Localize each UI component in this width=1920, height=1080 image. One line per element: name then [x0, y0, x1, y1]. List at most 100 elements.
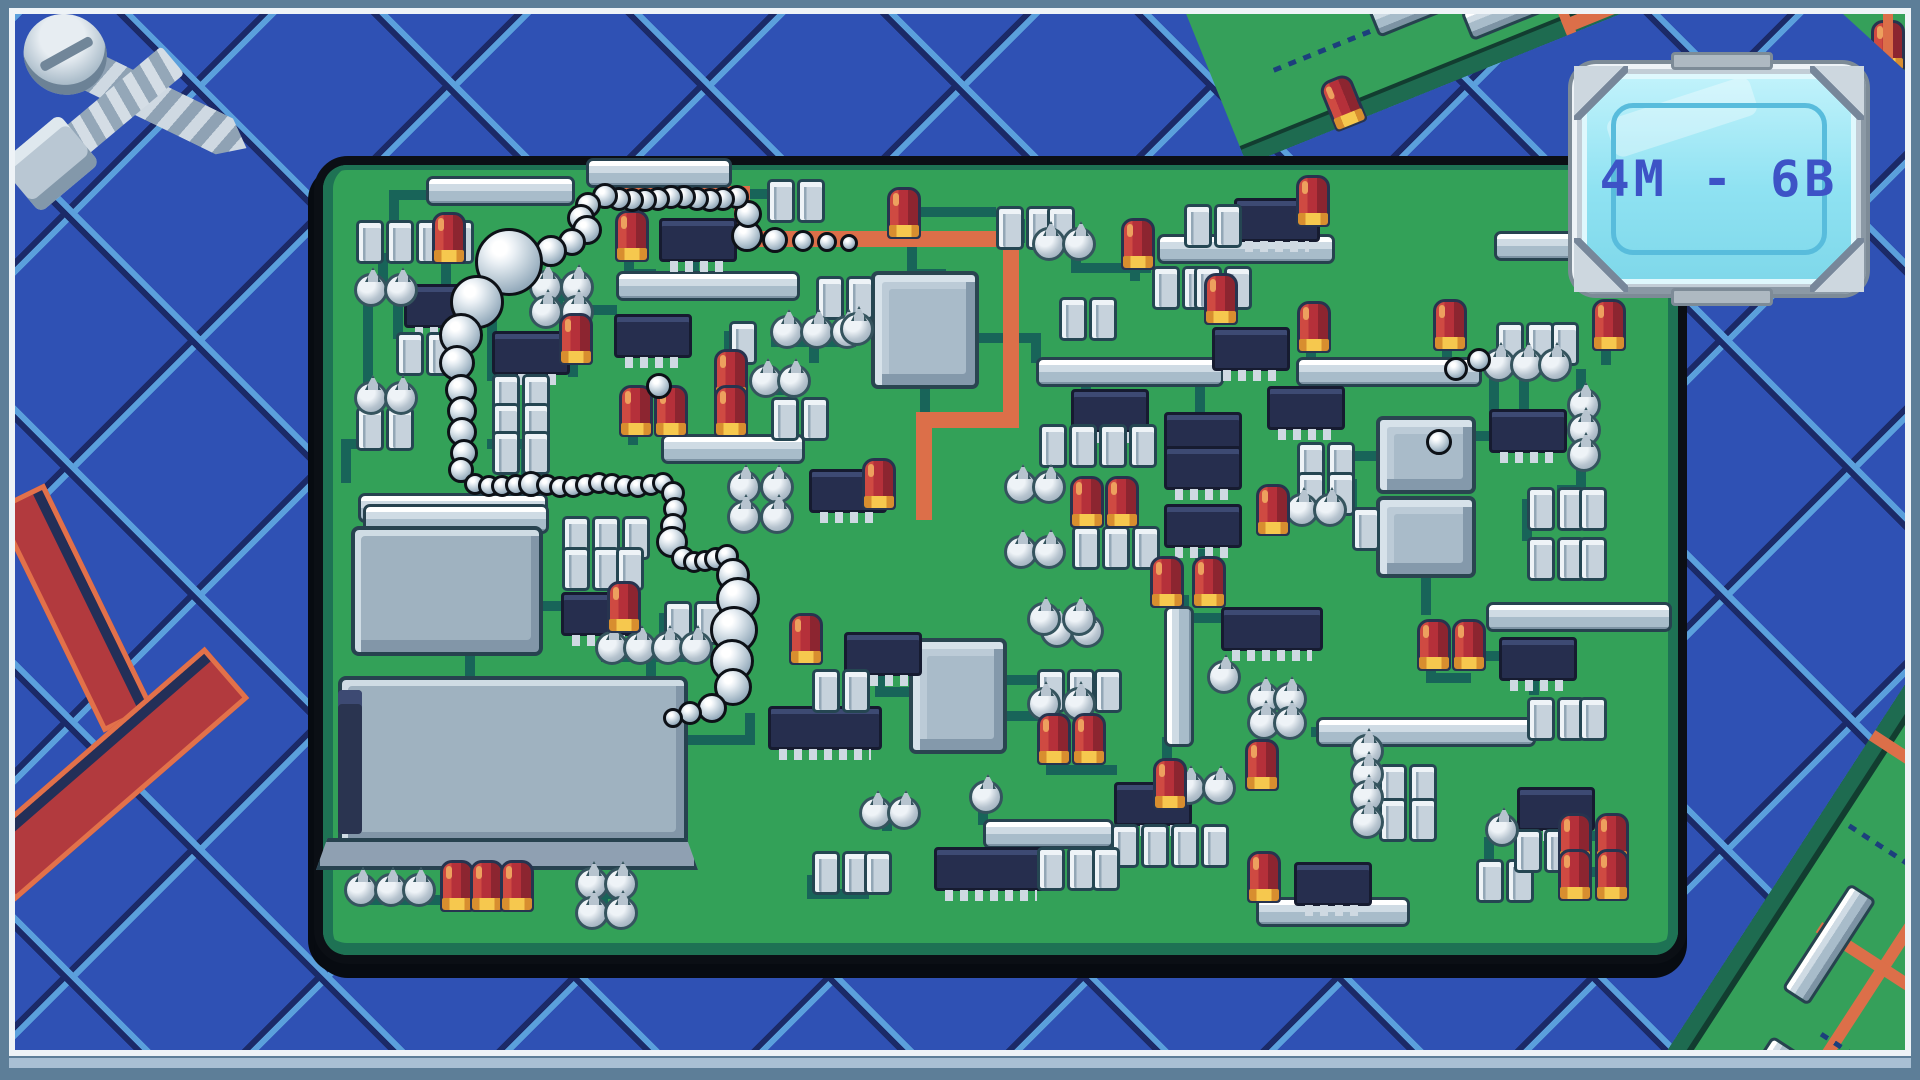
solder-pad — [562, 547, 590, 591]
badge-ring — [1611, 103, 1827, 255]
led — [607, 581, 641, 633]
capacitor — [1313, 493, 1347, 527]
led — [1296, 175, 1330, 227]
heatsink-chip — [1376, 416, 1476, 494]
snake-segment — [840, 234, 858, 252]
solder-pad — [1069, 424, 1097, 468]
capacitor — [1273, 706, 1307, 740]
pcb-trace — [907, 235, 917, 279]
metal-module — [351, 526, 543, 656]
ic-chip — [1164, 446, 1242, 500]
connector-bar — [586, 158, 732, 188]
badge-tab-top — [1671, 52, 1773, 70]
solder-pad — [864, 851, 892, 895]
pcb-trace — [353, 895, 521, 905]
capacitor — [604, 867, 638, 901]
led — [1121, 218, 1155, 270]
led — [1037, 713, 1071, 765]
pcb-trace — [389, 190, 399, 227]
pcb-trace — [378, 253, 388, 294]
ic-chip — [1499, 637, 1577, 691]
pcb-trace — [389, 190, 438, 200]
led — [559, 313, 593, 365]
led — [714, 385, 748, 437]
solder-pad — [522, 431, 550, 475]
pcb-trace — [1489, 371, 1499, 441]
pcb-trace — [1442, 337, 1452, 365]
solder-pad — [1067, 847, 1095, 891]
led — [470, 860, 504, 912]
led — [1317, 71, 1369, 133]
capacitor — [760, 500, 794, 534]
capacitor — [1207, 660, 1241, 694]
background-tiles: 4M - 6B — [9, 8, 1911, 1056]
led — [1417, 619, 1451, 671]
solder-pad — [996, 206, 1024, 250]
connector-bar — [1486, 602, 1672, 632]
led — [619, 385, 653, 437]
solder-pad — [356, 220, 384, 264]
pcb-trace — [909, 207, 996, 217]
pcb-trace — [1001, 675, 1041, 685]
solder-pad — [1037, 847, 1065, 891]
solder-pad — [1352, 507, 1380, 551]
capacitor — [344, 873, 378, 907]
capacitor — [969, 780, 1003, 814]
heatsink-chip — [1376, 496, 1476, 578]
level-badge: 4M - 6B — [1568, 52, 1870, 306]
badge-corner-icon — [1574, 66, 1628, 120]
led — [1297, 301, 1331, 353]
snake-segment — [817, 232, 837, 252]
capacitor — [679, 631, 713, 665]
solder-pad — [386, 220, 414, 264]
solder-pad — [812, 851, 840, 895]
ic-chip — [1489, 409, 1567, 463]
capacitor — [777, 364, 811, 398]
pcb-trace — [539, 601, 565, 611]
pcb-trace — [441, 251, 451, 303]
frame-bottom-band — [9, 1058, 1911, 1068]
ic-chip — [1267, 386, 1345, 440]
capacitor — [1004, 470, 1038, 504]
pcb-trace — [1426, 673, 1471, 683]
capacitor — [859, 796, 893, 830]
led — [887, 187, 921, 239]
solder-pad — [767, 179, 795, 223]
heatsink-chip — [871, 271, 979, 389]
solder-pad — [1072, 526, 1100, 570]
pcb-trace — [1195, 381, 1205, 415]
led — [862, 458, 896, 510]
led — [1070, 476, 1104, 528]
led — [615, 210, 649, 262]
led — [500, 860, 534, 912]
capacitor — [760, 470, 794, 504]
ic-chip — [659, 218, 737, 272]
pcb-trace — [1471, 651, 1503, 661]
ic-chip — [1221, 607, 1323, 661]
metal-ball — [646, 373, 672, 399]
led — [1105, 476, 1139, 528]
led — [1595, 849, 1629, 901]
led — [1433, 299, 1467, 351]
solder-pad — [1527, 537, 1555, 581]
capacitor — [1485, 813, 1519, 847]
pcb-trace — [1001, 711, 1043, 721]
snake-segment — [762, 227, 788, 253]
led — [1150, 556, 1184, 608]
pcb-trace — [746, 189, 773, 199]
led — [789, 613, 823, 665]
solder-pad — [1201, 824, 1229, 868]
pcb-trace — [1471, 431, 1499, 441]
solder-pad — [1476, 859, 1504, 903]
solder-pad — [1129, 424, 1157, 468]
solder-pad — [356, 407, 384, 451]
badge-corner-icon — [1574, 238, 1628, 292]
capacitor — [749, 364, 783, 398]
metal-ball — [1467, 348, 1491, 372]
led — [432, 212, 466, 264]
metal-ball — [1444, 357, 1468, 381]
pcb-trace — [920, 385, 930, 421]
power-trace — [916, 412, 1019, 428]
pcb-trace — [809, 337, 819, 363]
ic-chip — [844, 632, 922, 686]
